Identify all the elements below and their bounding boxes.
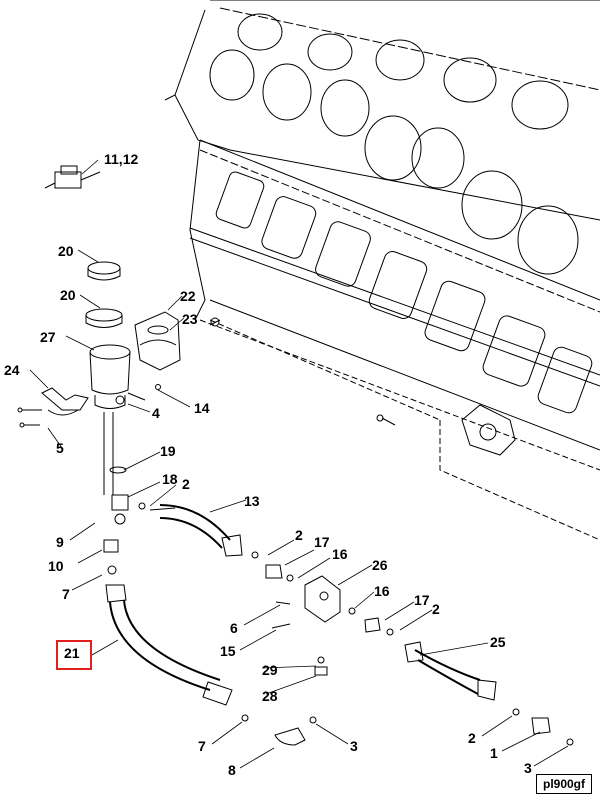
drawing-reference-label: pl900gf [535,774,592,794]
callout-22: 22 [180,288,196,304]
callout-13: 13 [244,493,260,509]
filter-assembly [17,261,181,495]
callout-3: 3 [350,738,358,754]
callout-29: 29 [262,662,278,678]
hose-21 [103,466,317,746]
callout-21: 21 [64,645,80,661]
callout-7: 7 [62,586,70,602]
callout-18: 18 [162,471,178,487]
callout-20: 20 [60,287,76,303]
callout-19: 19 [160,443,176,459]
engine-block [164,0,600,541]
callout-6: 6 [230,620,238,636]
callout-7: 7 [198,738,206,754]
callout-27: 27 [40,329,56,345]
callout-4: 4 [152,405,160,421]
callout-2: 2 [182,476,190,492]
callout-8: 8 [228,762,236,778]
callout-2: 2 [432,601,440,617]
callout-3: 3 [524,760,532,776]
callout-10: 10 [48,558,64,574]
callout-2: 2 [468,730,476,746]
callout-26: 26 [372,557,388,573]
callout-28: 28 [262,688,278,704]
callout-15: 15 [220,643,236,659]
callout-14: 14 [194,400,210,416]
callout-16: 16 [374,583,390,599]
callout-2: 2 [295,527,303,543]
callout-23: 23 [182,311,198,327]
hose-13 [138,502,294,582]
callout-17: 17 [414,592,430,608]
callout-25: 25 [490,634,506,650]
callout-17: 17 [314,534,330,550]
callout-20: 20 [58,243,74,259]
callout-9: 9 [56,534,64,550]
callout-11-12: 11,12 [104,151,139,167]
callout-16: 16 [332,546,348,562]
relay-part [44,165,101,189]
callout-24: 24 [4,362,20,378]
hose-25 [404,641,574,746]
distributor-block [271,575,394,676]
callout-1: 1 [490,745,498,761]
callout-5: 5 [56,440,64,456]
highlight-box-21 [56,640,92,670]
leader-lines [29,159,569,769]
